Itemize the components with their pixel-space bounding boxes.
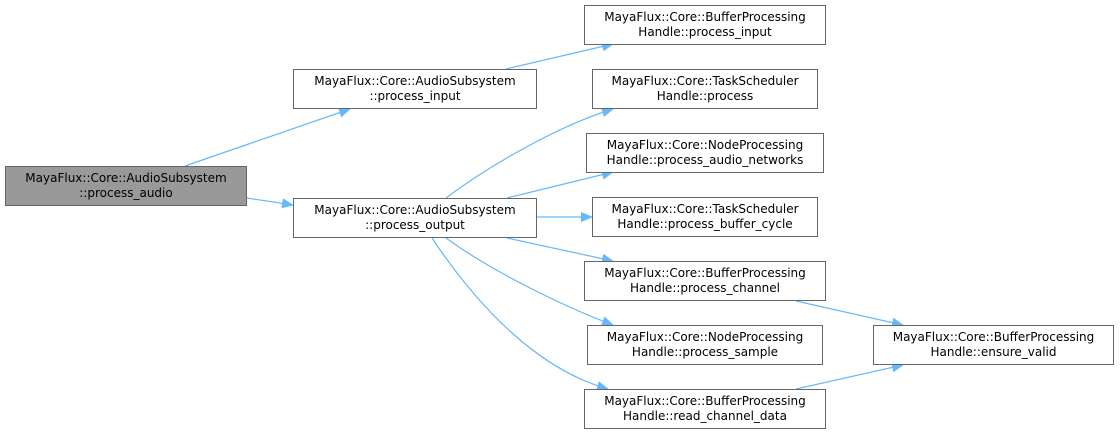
edge-as_process_output-to-ts_process (445, 107, 614, 199)
node-label-line2: Handle::read_channel_data (623, 409, 787, 423)
node-bufferprocessing-ensure-valid[interactable]: MayaFlux::Core::BufferProcessing Handle:… (873, 325, 1114, 365)
node-label-line1: MayaFlux::Core::TaskScheduler (611, 202, 799, 216)
node-label-line1: MayaFlux::Core::AudioSubsystem (25, 171, 227, 185)
edge-as_process_output-to-bp_read_channel_data (431, 237, 609, 391)
node-label-line1: MayaFlux::Core::NodeProcessing (606, 138, 804, 152)
node-label-line2: Handle::process_sample (631, 345, 779, 359)
node-root-process-audio: MayaFlux::Core::AudioSubsystem ::process… (5, 166, 247, 206)
edge-as_process_output-to-np_process_sample (445, 237, 614, 326)
node-label-line2: Handle::ensure_valid (930, 345, 1057, 359)
node-taskscheduler-process-buffer-cycle[interactable]: MayaFlux::Core::TaskScheduler Handle::pr… (592, 197, 818, 237)
node-label-line1: MayaFlux::Core::BufferProcessing (604, 394, 806, 408)
node-label-line2: Handle::process_audio_networks (606, 153, 804, 167)
node-label-line1: MayaFlux::Core::NodeProcessing (606, 330, 804, 344)
edge-root-to-as_process_output (246, 197, 294, 209)
node-nodeprocessing-process-audio-networks[interactable]: MayaFlux::Core::NodeProcessing Handle::p… (586, 133, 824, 173)
node-nodeprocessing-process-sample[interactable]: MayaFlux::Core::NodeProcessing Handle::p… (587, 325, 823, 365)
node-label-line2: Handle::process_channel (630, 281, 780, 295)
node-label-line2: ::process_input (369, 89, 461, 103)
node-label-line2: ::process_output (365, 218, 465, 232)
node-label-line1: MayaFlux::Core::BufferProcessing (604, 266, 806, 280)
node-audiosubsystem-process-input[interactable]: MayaFlux::Core::AudioSubsystem ::process… (293, 69, 537, 109)
node-label-line2: ::process_audio (79, 186, 173, 200)
node-bufferprocessing-process-input[interactable]: MayaFlux::Core::BufferProcessing Handle:… (584, 5, 826, 45)
node-label-line1: MayaFlux::Core::BufferProcessing (892, 330, 1095, 344)
node-bufferprocessing-process-channel[interactable]: MayaFlux::Core::BufferProcessing Handle:… (584, 261, 826, 301)
node-label-line1: MayaFlux::Core::AudioSubsystem (314, 203, 516, 217)
node-bufferprocessing-read-channel-data[interactable]: MayaFlux::Core::BufferProcessing Handle:… (584, 389, 826, 429)
edge-as_process_input-to-bp_process_input (505, 41, 614, 70)
edge-bp_read_channel_data-to-bp_ensure_valid (795, 362, 904, 390)
node-label-line1: MayaFlux::Core::TaskScheduler (611, 74, 799, 88)
node-label-line2: Handle::process (656, 89, 754, 103)
edge-as_process_output-to-bp_process_channel (506, 237, 614, 264)
node-label-line1: MayaFlux::Core::AudioSubsystem (314, 74, 516, 88)
edge-root-to-as_process_input (184, 107, 351, 167)
node-taskscheduler-process[interactable]: MayaFlux::Core::TaskScheduler Handle::pr… (592, 69, 818, 109)
node-audiosubsystem-process-output[interactable]: MayaFlux::Core::AudioSubsystem ::process… (293, 198, 537, 238)
node-label-line1: MayaFlux::Core::BufferProcessing (604, 10, 806, 24)
edge-as_process_output-to-np_process_audio_networks (506, 169, 614, 199)
edge-bp_process_channel-to-bp_ensure_valid (795, 300, 904, 328)
node-label-line2: Handle::process_buffer_cycle (617, 217, 793, 231)
node-label-line2: Handle::process_input (638, 25, 772, 39)
